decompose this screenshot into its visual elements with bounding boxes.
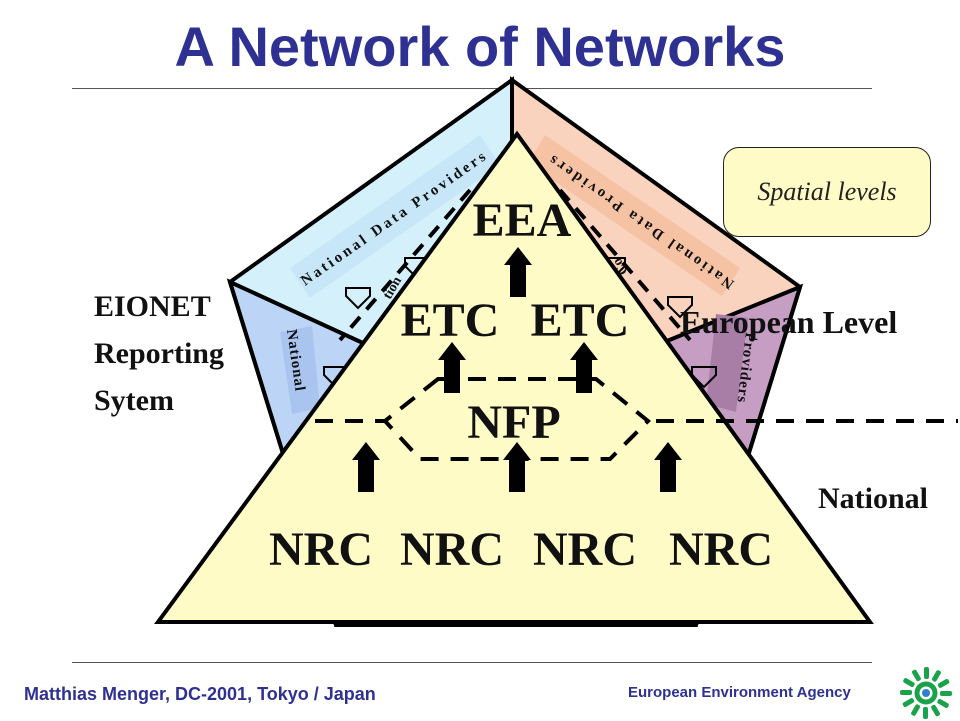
eionet-label-line-3: Sytem [94, 384, 174, 417]
etc-label-right: ETC [531, 294, 630, 347]
nrc-label-2: NRC [400, 523, 504, 576]
pyramid-base-shadow [336, 622, 696, 627]
arrow-nrc-1 [352, 442, 380, 492]
footer-agency: European Environment Agency [628, 684, 851, 701]
nrc-label-4: NRC [669, 523, 773, 576]
face-dashed-connectors [338, 188, 692, 342]
eea-logo-icon [900, 667, 952, 719]
eionet-label-line-1: EIONET [94, 290, 211, 323]
hollow-arrow-6 [691, 366, 717, 389]
bottom-divider [72, 662, 872, 663]
eea-label: EEA [473, 194, 572, 247]
top-divider [72, 88, 872, 89]
face-dash-right [558, 188, 692, 342]
arrow-to-etc-left [438, 342, 466, 393]
pyramid-arrows [352, 247, 682, 492]
spatial-levels-box: Spatial levels [723, 147, 931, 237]
footer-author: Matthias Menger, DC-2001, Tokyo / Japan [24, 684, 376, 704]
right-side-label-strip [706, 314, 748, 412]
page-title: A Network of Networks [174, 15, 786, 78]
arrow-to-etc-right [570, 342, 598, 393]
arrow-nfp-to-eea [504, 247, 532, 297]
nfp-label: NFP [467, 396, 560, 449]
upper-left-label-strip [290, 135, 500, 298]
arrow-nrc-3 [654, 442, 682, 492]
left-side-label-strip [280, 326, 320, 414]
eionet-label-line-2: Reporting [94, 337, 224, 370]
etc-label-left: ETC [401, 294, 500, 347]
nrc-label-1: NRC [269, 523, 373, 576]
european-level-label: European Level [680, 304, 898, 340]
arrow-nrc-2 [503, 442, 531, 492]
nfp-hexagon [382, 377, 651, 461]
hollow-arrow-4 [667, 296, 693, 319]
hollow-arrow-1 [345, 287, 371, 310]
upper-right-label-strip [528, 135, 740, 296]
nrc-label-3: NRC [533, 523, 637, 576]
face-dash-left [338, 188, 472, 342]
national-level-label: National [818, 482, 929, 515]
